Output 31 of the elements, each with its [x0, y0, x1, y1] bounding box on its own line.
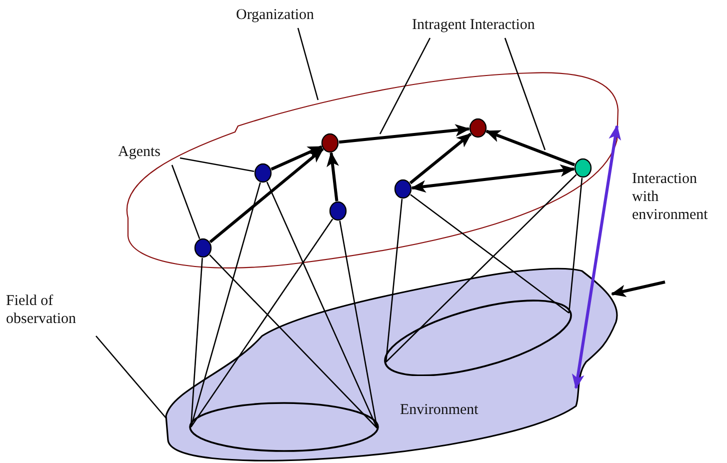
double-arrow	[410, 164, 576, 193]
callout-label: Organization	[236, 6, 316, 24]
double-arrow	[572, 124, 622, 390]
leader-line	[180, 157, 254, 172]
callout-label: Field of observation	[6, 292, 77, 328]
sight-line	[190, 218, 334, 428]
arrow	[338, 124, 470, 144]
arrow	[610, 280, 666, 298]
sight-line	[190, 258, 203, 428]
arrow	[326, 152, 339, 202]
sight-line	[386, 174, 577, 362]
sight-line	[190, 182, 261, 428]
arrow	[409, 132, 472, 184]
leader-line	[379, 38, 431, 134]
annotation-label: Interaction with environment	[632, 170, 709, 224]
arrow	[485, 130, 576, 166]
leader-line	[297, 28, 319, 100]
sight-line	[385, 198, 403, 362]
sight-line	[266, 182, 378, 428]
sight-line	[568, 178, 583, 314]
region-label: Environment	[400, 401, 478, 419]
arrow	[270, 145, 323, 171]
sight-line	[209, 254, 378, 428]
sight-line	[339, 220, 378, 428]
leader-line	[96, 336, 166, 418]
leader-line	[171, 164, 200, 240]
leader-line	[504, 38, 546, 150]
callout-label: Intragent Interaction	[412, 16, 536, 34]
callout-label: Agents	[118, 143, 162, 161]
arrow	[209, 148, 324, 244]
sight-line	[410, 194, 570, 314]
